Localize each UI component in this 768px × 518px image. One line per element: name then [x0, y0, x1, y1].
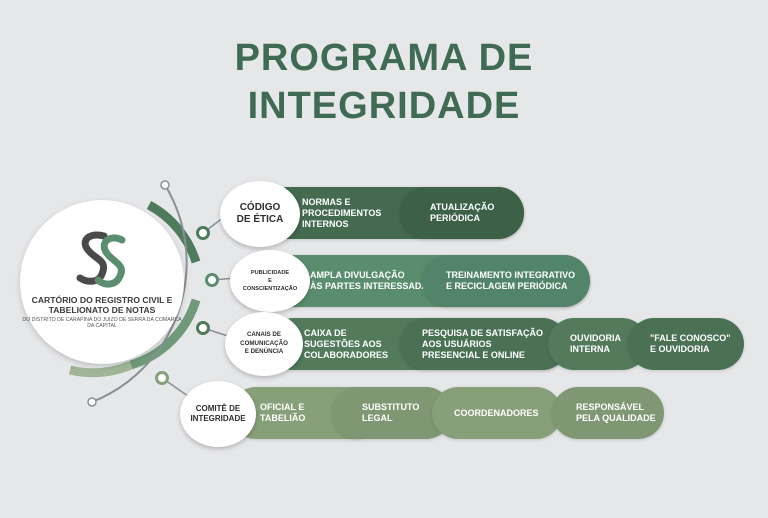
row1-item-2-label: ATUALIZAÇÃO PERIÓDICA	[430, 202, 495, 223]
node-comite-de-integridade: COMITÊ DE INTEGRIDADE	[180, 381, 256, 447]
row4-item-3-label: COORDENADORES	[454, 407, 539, 418]
node-codigo-de-etica: CÓDIGO DE ÉTICA	[220, 181, 300, 247]
row3-item-3-label: OUVIDORIA INTERNA	[570, 333, 622, 354]
row1-item-1-label: NORMAS E PROCEDIMENTOS INTERNOS	[302, 196, 382, 229]
page-title-line-2: INTEGRIDADE	[247, 85, 521, 127]
row4-item-2-label: SUBSTITUTO LEGAL	[362, 402, 420, 423]
row3-item-1-label: CAIXA DE SUGESTÕES AOS COLABORADORES	[304, 327, 389, 360]
node-codigo-de-etica-label: CÓDIGO DE ÉTICA	[236, 202, 284, 225]
row2-item-2-label: TREINAMENTO INTEGRATIVO E RECICLAGEM PER…	[446, 270, 576, 291]
row4-item-4-label: RESPONSÁVEL PELA QUALIDADE	[576, 402, 656, 423]
row4-item-2: SUBSTITUTO LEGAL	[332, 387, 452, 439]
logo-subtitle: DO DISTRITO DE CARAPINA DO JUIZO DE SERR…	[22, 317, 182, 330]
inner-arc-bottom	[68, 360, 133, 378]
connector-dot-2	[205, 273, 219, 287]
row2-item-1-label: AMPLA DIVULGAÇÃO ÀS PARTES INTERESSADAS	[310, 270, 434, 291]
node-canais-label: CANAIS DE COMUNICAÇÃO E DENÚNCIA	[240, 331, 288, 356]
node-publicidade-label: PUBLICIDADE E CONSCIENTIZAÇÃO	[242, 270, 298, 292]
row3-item-2-label: PESQUISA DE SATISFAÇÃO AOS USUÁRIOS PRES…	[422, 327, 544, 360]
row4-item-1-label: OFICIAL E TABELIÃO	[260, 402, 306, 423]
row1-item-2: ATUALIZAÇÃO PERIÓDICA	[400, 187, 524, 239]
page-title-line-1: PROGRAMA DE	[234, 37, 534, 79]
row3-item-4: "FALE CONOSCO" E OUVIDORIA	[628, 318, 744, 370]
row3-item-2: PESQUISA DE SATISFAÇÃO AOS USUÁRIOS PRES…	[400, 318, 568, 370]
connector-dot-3	[196, 321, 210, 335]
row4-item-3: COORDENADORES	[432, 387, 562, 439]
logo-badge: CARTÓRIO DO REGISTRO CIVIL E TABELIONATO…	[20, 200, 184, 364]
logo-name: CARTÓRIO DO REGISTRO CIVIL E TABELIONATO…	[31, 295, 173, 315]
inner-arc-top	[146, 201, 201, 264]
node-canais-de-comunicacao: CANAIS DE COMUNICAÇÃO E DENÚNCIA	[225, 312, 303, 376]
row4-item-4: RESPONSÁVEL PELA QUALIDADE	[552, 387, 664, 439]
connector-dot-1	[196, 226, 210, 240]
node-comite-label: COMITÊ DE INTEGRIDADE	[190, 404, 246, 423]
row3-item-4-label: "FALE CONOSCO" E OUVIDORIA	[650, 333, 731, 354]
row2-item-2: TREINAMENTO INTEGRATIVO E RECICLAGEM PER…	[422, 255, 590, 307]
outer-arc-start-dot	[160, 180, 170, 190]
outer-arc-end-dot	[87, 397, 97, 407]
inner-arc-middle	[129, 298, 201, 370]
logo-icon	[76, 231, 126, 288]
node-publicidade: PUBLICIDADE E CONSCIENTIZAÇÃO	[230, 250, 310, 312]
connector-dot-4	[155, 371, 169, 385]
